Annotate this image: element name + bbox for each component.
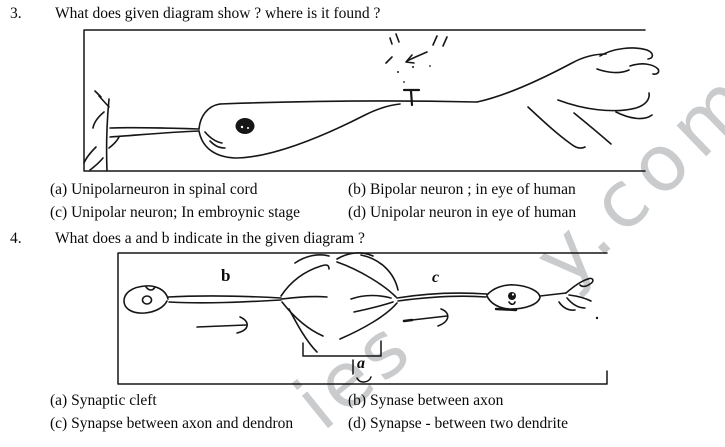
- q3-option-d: (d) Unipolar neuron in eye of human: [348, 204, 577, 221]
- q4-option-d: (d) Synapse - between two dendrite: [348, 415, 568, 432]
- peripheral-process: [109, 126, 200, 138]
- diagram2-label-a: a: [357, 355, 365, 372]
- cell-body: [198, 103, 401, 159]
- axon-terminal-fan: [280, 254, 330, 353]
- question-4-text: What does a and b indicate in the given …: [55, 230, 365, 247]
- terminal-tuft: [539, 277, 599, 320]
- dendrites: [83, 90, 120, 172]
- q4-option-c: (c) Synapse between axon and dendron: [50, 415, 294, 432]
- diagram2-label-c: c: [432, 269, 440, 286]
- q3-option-c: (c) Unipolar neuron; In embroynic stage: [50, 204, 301, 221]
- synapse-bracket: [302, 340, 382, 383]
- dendrite-fan: [336, 252, 399, 340]
- direction-arrow-2: [402, 308, 449, 327]
- synapse-diagram: [117, 252, 608, 385]
- axon-terminals: [476, 47, 660, 149]
- sketch-marks: [385, 33, 448, 107]
- axon: [219, 100, 478, 105]
- q4-option-a: (a) Synaptic cleft: [50, 392, 157, 409]
- question-3-number: 3.: [10, 5, 22, 22]
- question-3-text: What does given diagram show ? where is …: [55, 5, 381, 22]
- q3-option-a: (a) Unipolarneuron in spinal cord: [50, 181, 258, 198]
- neuron-b-cell-body: [486, 284, 541, 312]
- direction-arrow-1: [196, 316, 248, 334]
- diagram1-frame: [83, 29, 646, 172]
- q4-option-b: (b) Synase between axon: [348, 392, 504, 409]
- diagram2-label-b: b: [221, 266, 231, 285]
- axon-b: [167, 295, 282, 304]
- q3-option-b: (b) Bipolar neuron ; in eye of human: [348, 181, 576, 198]
- nucleus: [235, 118, 255, 134]
- question-4-number: 4.: [10, 230, 22, 247]
- axon-c: [396, 292, 488, 302]
- diagram2-frame: [117, 252, 608, 385]
- unipolar-neuron-diagram: [83, 29, 660, 172]
- neuron-a-cell-body: [123, 285, 169, 314]
